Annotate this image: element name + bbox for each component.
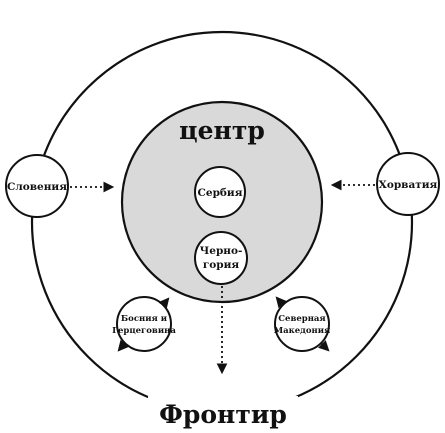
node-slovenia-label: Словения xyxy=(7,181,67,193)
arrow-bosnia-outward xyxy=(158,297,170,310)
arrow-macedonia-inward xyxy=(318,340,330,352)
arrow-macedonia-outward xyxy=(275,296,287,309)
node-croatia xyxy=(376,152,440,216)
arrow-bosnia-inward xyxy=(117,339,129,352)
node-montenegro-label-1: Черно- xyxy=(200,245,243,257)
node-macedonia-label-2: Македония xyxy=(274,326,331,336)
node-bosnia xyxy=(116,296,172,352)
node-montenegro xyxy=(194,231,248,285)
node-bosnia-label-2: Герцеговина xyxy=(112,326,176,336)
node-macedonia-label-1: Северная xyxy=(278,314,325,324)
node-montenegro-label-2: гория xyxy=(203,259,240,271)
node-serbia xyxy=(194,166,246,218)
node-serbia-label: Сербия xyxy=(198,187,243,199)
node-slovenia xyxy=(5,154,69,218)
core-label: центр xyxy=(179,116,265,145)
frontier-label-backing xyxy=(148,396,298,432)
node-croatia-label: Хорватия xyxy=(379,179,438,191)
node-bosnia-label-1: Босния и xyxy=(121,314,168,324)
node-macedonia xyxy=(274,296,330,352)
frontier-label: Фронтир xyxy=(159,400,287,429)
